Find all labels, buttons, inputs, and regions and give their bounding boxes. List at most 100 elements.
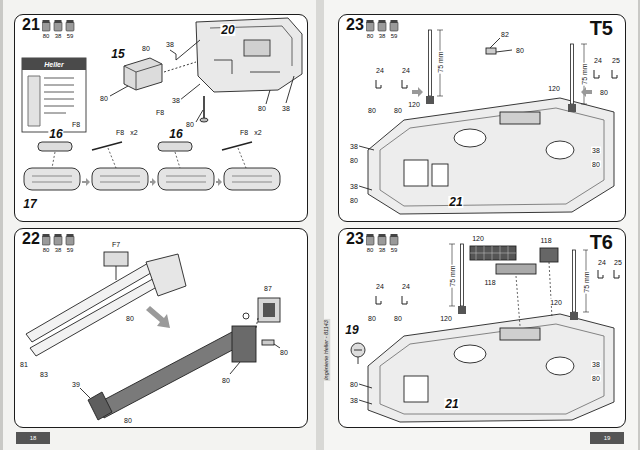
- hull-t6: [359, 384, 372, 404]
- hull-t6: [461, 244, 464, 306]
- gun-assembly: [256, 318, 258, 328]
- callout-number: 38: [349, 183, 359, 190]
- callout-number: 80: [349, 197, 359, 204]
- hull-t6: [540, 248, 558, 262]
- gun-assembly: [80, 388, 90, 398]
- paint-code: 59: [66, 33, 75, 39]
- hull-t5: [594, 70, 599, 78]
- paint-pots: [54, 234, 62, 245]
- turret-assembly: [44, 78, 74, 113]
- callout-number: 80: [367, 107, 377, 114]
- hull-t5: [546, 141, 574, 159]
- callout-number: 80: [99, 95, 109, 102]
- hull-t6: [614, 270, 619, 278]
- callout-number: F8: [239, 129, 249, 136]
- gun-assembly: [26, 262, 156, 342]
- turret-assembly: [214, 60, 280, 74]
- paint-code: 59: [390, 247, 399, 253]
- assembly-number: 20: [220, 24, 235, 36]
- dimension-label: 75 mm: [583, 270, 590, 293]
- paint-code: 59: [66, 247, 75, 253]
- hull-t5: [437, 30, 443, 96]
- hull-t5: [454, 129, 486, 147]
- panel-grounds: [15, 15, 625, 427]
- paint-pots: [366, 20, 374, 31]
- turret-assembly: [180, 84, 200, 100]
- callout-number: 24: [375, 283, 385, 290]
- callout-number: 80: [349, 381, 359, 388]
- gun-assembly: [26, 252, 280, 420]
- step-panel: 23T6: [338, 228, 626, 428]
- hull-t6: [598, 270, 603, 278]
- callout-number: 38: [591, 361, 601, 368]
- callout-number: F8: [71, 121, 81, 128]
- hull-t5: [359, 30, 617, 214]
- hull-t6: [404, 376, 428, 402]
- callout-number: 80: [257, 105, 267, 112]
- callout-number: 80: [125, 315, 135, 322]
- turret-assembly: [224, 168, 280, 190]
- paint-pots: [378, 234, 386, 245]
- step-number: 22: [20, 231, 42, 247]
- turret-assembly: [266, 76, 294, 104]
- assembly-number: 15: [110, 48, 125, 60]
- hull-t5: [500, 112, 540, 124]
- callout-number: 118: [539, 237, 552, 244]
- gun-assembly: [88, 392, 112, 420]
- gun-assembly: [258, 298, 280, 322]
- callout-number: 80: [141, 45, 151, 52]
- callout-number: 83: [39, 371, 49, 378]
- callout-number: 80: [123, 417, 133, 424]
- callout-number: 81: [19, 361, 29, 368]
- callout-number: 24: [597, 259, 607, 266]
- hull-t6: [500, 328, 540, 340]
- step-panel: 21: [14, 14, 308, 222]
- paint-code: 38: [378, 33, 387, 39]
- hull-t5: [571, 44, 574, 104]
- hull-t5: [490, 38, 512, 52]
- turret-assembly: [92, 142, 252, 150]
- callout-number: 80: [349, 157, 359, 164]
- turret-assembly: [196, 18, 302, 92]
- variant-tag: T5: [588, 18, 615, 38]
- callout-number: 38: [591, 147, 601, 154]
- hull-t6: [516, 262, 552, 326]
- panel-grounds: [15, 229, 307, 427]
- hull-t5: [568, 104, 576, 112]
- paint-code: 80: [42, 247, 51, 253]
- gun-assembly: [146, 306, 170, 328]
- callout-number: 39: [71, 381, 81, 388]
- paint-code: 59: [390, 33, 399, 39]
- turret-assembly: [164, 62, 196, 72]
- callout-number: 38: [171, 97, 181, 104]
- callout-number: 24: [593, 57, 603, 64]
- callout-number: F8: [115, 129, 125, 136]
- panel-grounds: [339, 15, 625, 221]
- paint-code: 80: [42, 33, 51, 39]
- hull-t6: [470, 246, 516, 260]
- brand-logo: Heller: [43, 61, 64, 68]
- callout-number: 80: [221, 377, 231, 384]
- paint-pots: [378, 20, 386, 31]
- hull-t6: [354, 350, 362, 364]
- paint-code: 80: [366, 33, 375, 39]
- callout-number: 80: [279, 349, 289, 356]
- callout-number: 38: [349, 397, 359, 404]
- callout-number: 38: [281, 105, 291, 112]
- turret-assembly: [28, 76, 40, 126]
- step-number: 21: [20, 17, 42, 33]
- hull-t5: [380, 108, 604, 206]
- callout-number: 120: [549, 299, 563, 306]
- paint-pots: [390, 234, 398, 245]
- hull-t6: [454, 345, 486, 363]
- hull-t5: [486, 48, 496, 54]
- page-ground: [316, 0, 324, 450]
- paint-pots: [66, 234, 74, 245]
- callout-number: 80: [599, 89, 609, 96]
- page-ground: [16, 432, 50, 444]
- gun-assembly: [30, 276, 162, 356]
- callout-number: 80: [591, 161, 601, 168]
- callout-number: F7: [111, 241, 121, 248]
- turret-assembly: [196, 110, 203, 122]
